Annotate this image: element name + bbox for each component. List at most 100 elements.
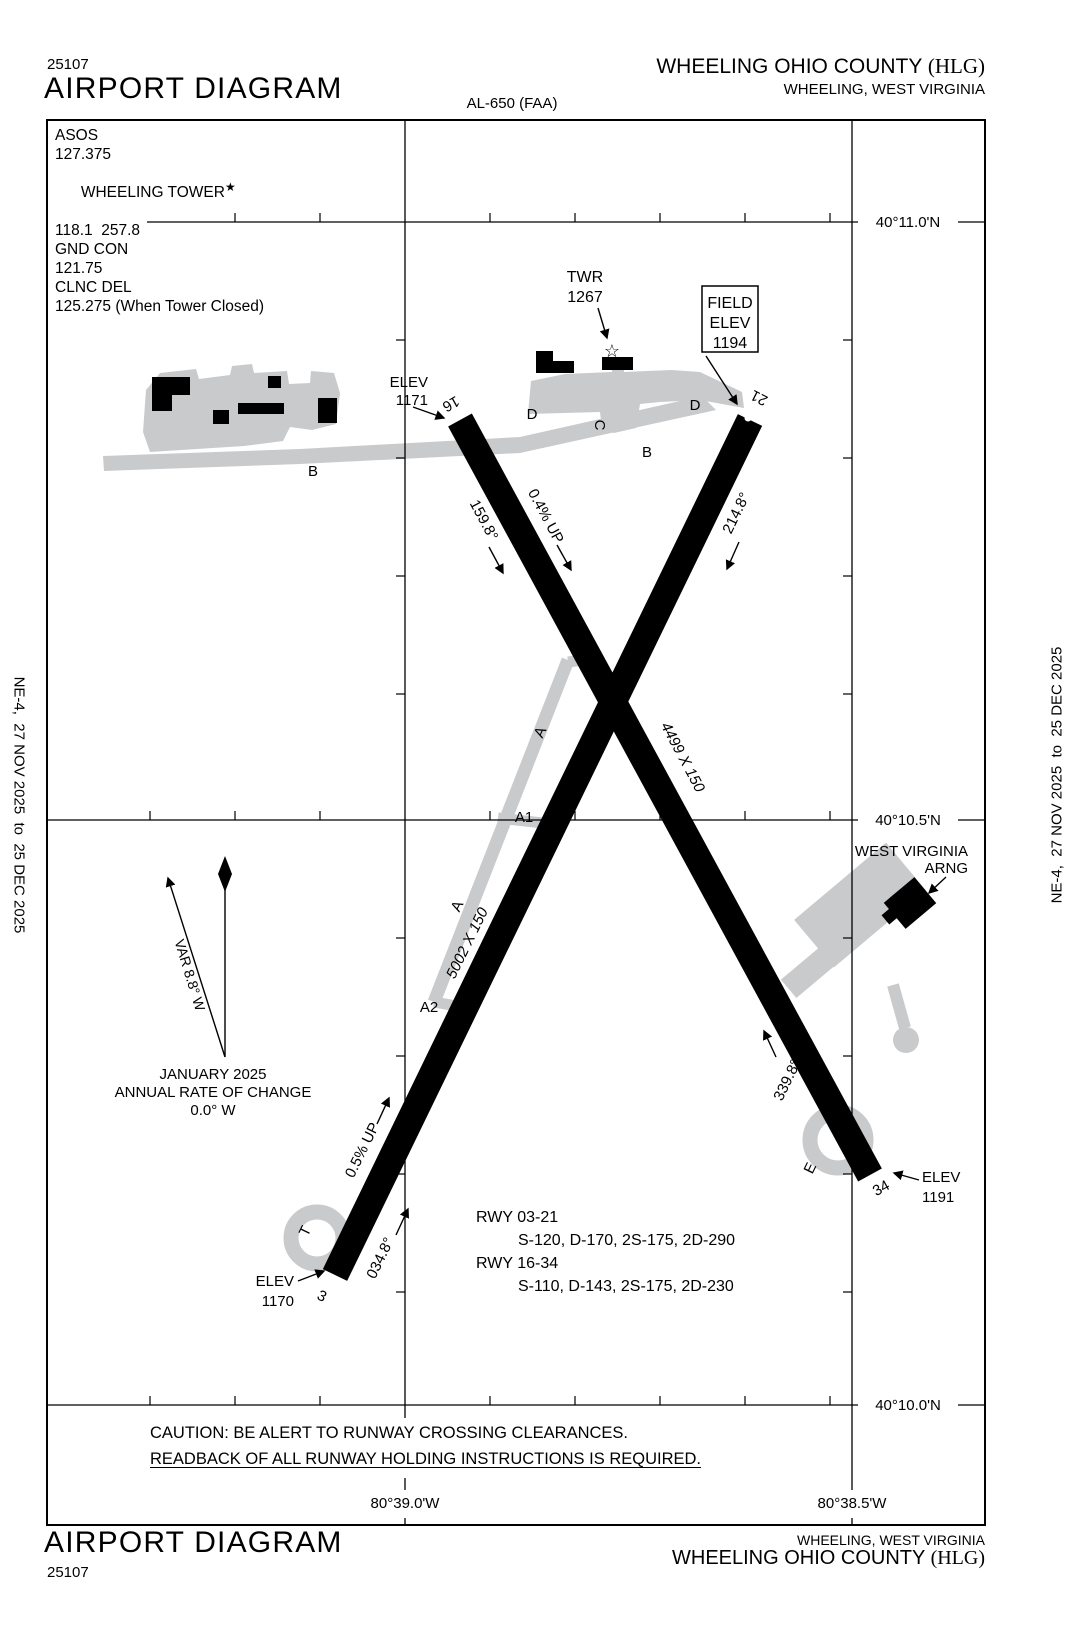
clearance-label: CLNC DEL [55,279,132,296]
footer-chart-number: 25107 [47,1564,89,1581]
caution-line1: CAUTION: BE ALERT TO RUNWAY CROSSING CLE… [150,1424,629,1442]
tower-frequencies: 118.1 257.8 [55,222,141,239]
annual-rate-label: ANNUAL RATE OF CHANGE [114,1084,312,1101]
lon-label-left: 80°39.0'W [371,1495,441,1512]
compass-rose [165,864,226,1058]
rwy16-number: 16 [439,392,462,415]
taxiway-a2-label: A2 [420,999,438,1016]
rwy-03-21-codes: S-120, D-170, 2S-175, 2D-290 [518,1232,736,1249]
caution-block: CAUTION: BE ALERT TO RUNWAY CROSSING CLE… [150,1420,701,1472]
rwy34-elev: 1191 [922,1189,954,1206]
taxiway-d-label-east: D [690,397,701,414]
arng-building-annex [881,907,899,925]
arng-pad [893,1027,919,1053]
magnetic-north-line [165,876,226,1058]
building [602,357,633,370]
apron-arng-main [794,842,926,968]
asos-frequency: 127.375 [55,146,112,163]
rwy16-elev-label: ELEV [390,374,428,391]
tower-star-icon: ☆ [604,341,620,361]
apron-terminal [528,362,744,433]
field-elev-line3: 1194 [713,335,748,352]
apron-arng-arm [780,932,854,998]
taxiway-b-label-east: B [642,444,652,461]
rwy3-elev: 1170 [262,1293,294,1310]
airport-name-header: WHEELING OHIO COUNTY (HLG) [656,54,985,79]
tower-label-line: WHEELING TOWER★ [55,164,264,221]
annual-rate-value: 0.0° W [190,1102,236,1119]
comm-frequencies-box: ASOS 127.375 WHEELING TOWER★ 118.1 257.8… [55,126,264,316]
taxiway-a1-label: A1 [515,809,533,826]
elev-1191-arrow [892,1170,920,1181]
runway-16-34 [448,413,882,1182]
leader-arrows [297,307,947,1282]
rwy3-heading: 034.8° [363,1235,397,1282]
ground-label: GND CON [55,241,129,258]
footer-airport-name-text: WHEELING OHIO COUNTY [672,1547,925,1569]
clearance-frequency: 125.275 (When Tower Closed) [55,298,265,315]
rwy-16-34-codes: S-110, D-143, 2S-175, 2D-230 [518,1278,734,1295]
taxiway-a-band [427,657,575,1005]
procedure-code: AL-650 (FAA) [466,95,558,112]
tower-star-superscript: ★ [224,179,236,194]
footer-airport-city: WHEELING, WEST VIRGINIA [797,1532,985,1548]
taxiway-b-label-west: B [308,463,318,480]
building [536,351,553,373]
magnetic-variation-label: VAR 8.8° W [172,937,209,1013]
lat-label-bot: 40°10.0'N [875,1397,941,1414]
taxiway-c-label: C [591,420,608,431]
pavement-taxiways [103,362,926,1272]
elev-1171-arrow [412,406,446,420]
chart-number: 25107 [47,56,89,73]
field-elev-box [701,285,759,353]
airport-city-header: WHEELING, WEST VIRGINIA [783,81,985,98]
arng-label-line2: ARNG [925,860,968,877]
slope-05-arrow [376,1096,390,1125]
footer-airport-name: WHEELING OHIO COUNTY (HLG) [672,1547,985,1570]
elev-1170-arrow [297,1269,326,1282]
edition-band-left: NE-4, 27 NOV 2025 to 25 DEC 2025 [10,676,28,934]
rwy34-number: 34 [870,1177,893,1200]
lat-label-mid: 40°10.5'N [875,812,941,829]
hdg-214-arrow [725,541,740,571]
page-title: AIRPORT DIAGRAM [44,72,343,105]
building [268,376,281,388]
caution-line2: READBACK OF ALL RUNWAY HOLDING INSTRUCTI… [150,1450,702,1468]
lat-label-top: 40°11.0'N [876,214,940,231]
field-elev-line1: FIELD [707,295,752,312]
building [318,398,337,423]
rwy34-heading: 339.8° [770,1057,804,1104]
rwy-03-21-label: RWY 03-21 [476,1209,559,1226]
taxiway-d-label-west: D [527,406,538,423]
rwy34-elev-label: ELEV [922,1169,960,1186]
variation-date-block: JANUARY 2025 ANNUAL RATE OF CHANGE 0.0° … [63,1066,363,1120]
building [152,377,172,411]
tower-label: WHEELING TOWER [80,184,225,201]
rwy3-number: 3 [314,1287,329,1306]
twr-elev: 1267 [567,289,603,306]
arng-stub [887,983,911,1030]
airport-name-text: WHEELING OHIO COUNTY [656,55,922,78]
rwy3-elev-label: ELEV [256,1273,294,1290]
taxiway-b-band [103,396,716,471]
footer-airport-id-text: (HLG) [930,1547,985,1569]
arng-label-line1: WEST VIRGINIA [855,843,968,860]
lon-label-right: 80°38.5'W [818,1495,888,1512]
graticule [47,120,985,1525]
runway-strength-data: RWY 03-21 S-120, D-170, 2S-175, 2D-290 R… [476,1206,735,1298]
map-border [46,119,986,1526]
buildings [152,351,937,929]
rwy21-number: 21 [748,386,771,409]
field-elev-line2: ELEV [710,315,751,332]
ground-frequency: 121.75 [55,260,103,277]
building [238,403,284,414]
hdg-339-arrow [763,1029,777,1058]
building [553,361,574,373]
variation-date: JANUARY 2025 [159,1066,267,1083]
hdg-159-arrow [488,546,504,575]
slope-04-arrow [556,544,572,572]
field-elev-arrow [705,355,738,406]
arng-arrow [927,876,947,895]
